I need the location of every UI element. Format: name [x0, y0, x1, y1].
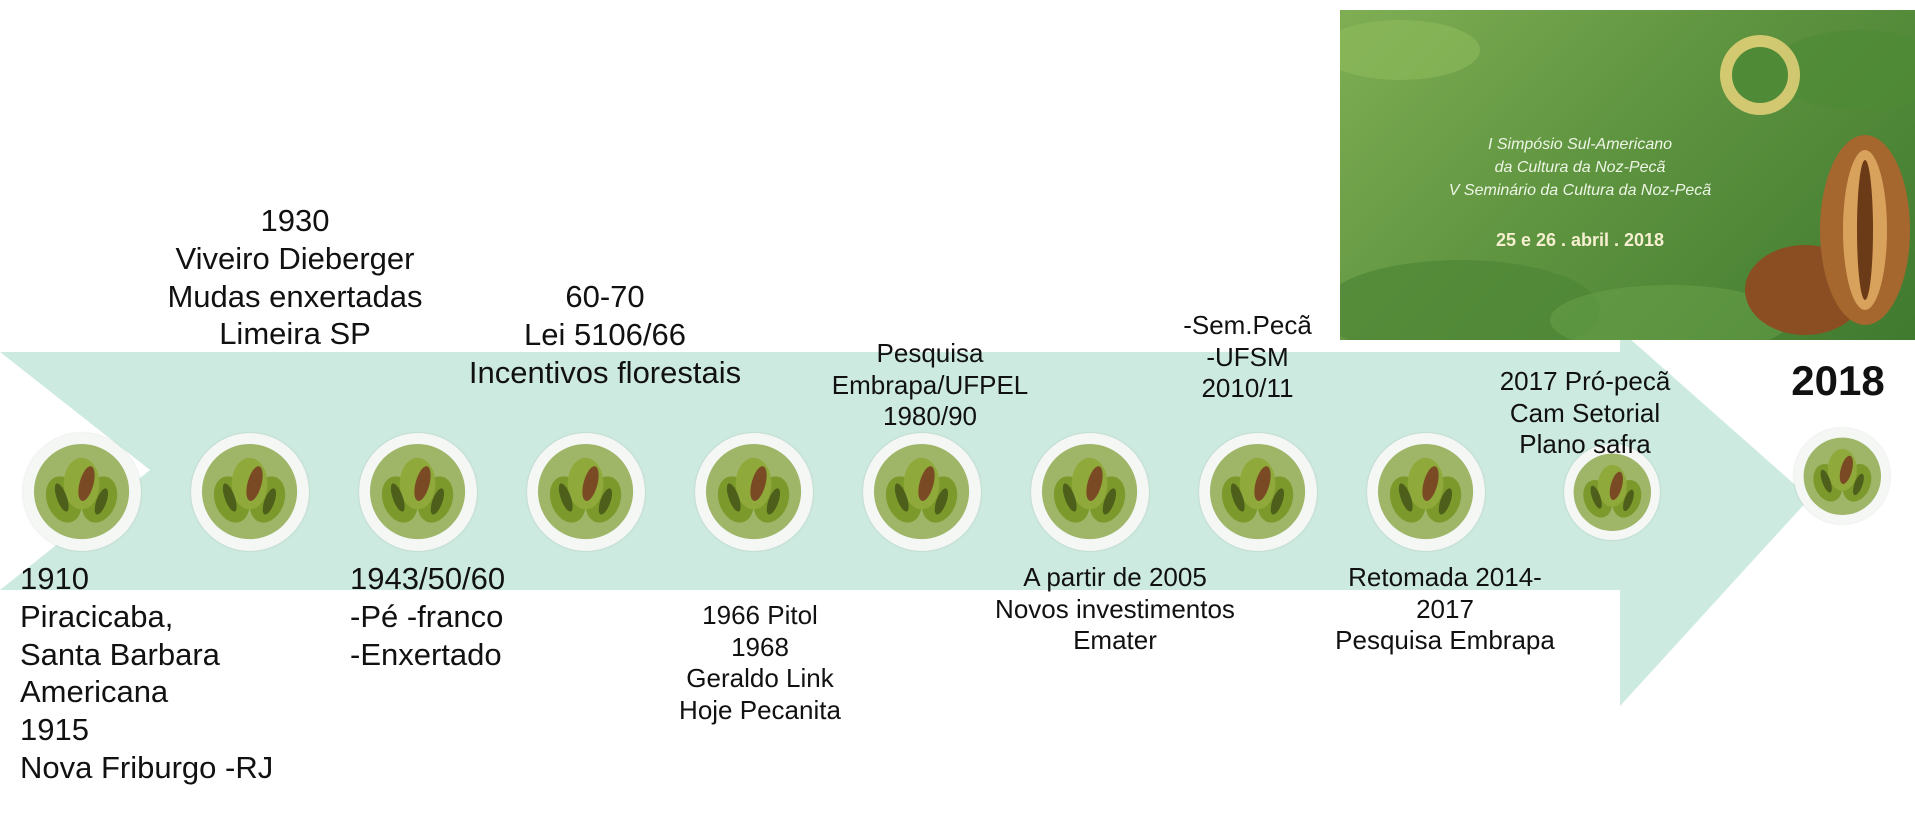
timeline-node-11	[1794, 428, 1890, 524]
label-1966: 1966 Pitol 1968 Geraldo Link Hoje Pecani…	[679, 600, 841, 726]
pecan-icon	[1210, 444, 1306, 540]
label-2017: 2017 Pró-pecã Cam Setorial Plano safra	[1499, 366, 1671, 460]
pecan-icon	[1803, 437, 1881, 515]
pecan-nuts-icon	[1745, 135, 1910, 335]
label-2014: Retomada 2014- 2017 Pesquisa Embrapa	[1335, 562, 1555, 656]
pecan-icon	[538, 444, 634, 540]
timeline-node-7	[1031, 433, 1149, 551]
timeline-node-6	[863, 433, 981, 551]
banner-line-2: da Cultura da Noz-Pecã	[1494, 159, 1666, 176]
label-2010: -Sem.Pecã -UFSM 2010/11	[1183, 310, 1312, 404]
label-1910: 1910 Piracicaba, Santa Barbara Americana…	[20, 561, 274, 786]
label-60-70: 60-70 Lei 5106/66 Incentivos florestais	[468, 279, 742, 390]
pecan-icon	[202, 444, 298, 540]
banner-line-1: I Simpósio Sul-Americano	[1487, 136, 1673, 153]
pecan-icon	[874, 444, 970, 540]
timeline-node-4	[527, 433, 645, 551]
label-1930: 1930 Viveiro Dieberger Mudas enxertadas …	[167, 203, 423, 352]
pecan-icon	[706, 444, 802, 540]
banner-leaves	[1340, 20, 1915, 340]
timeline-node-3	[359, 433, 477, 551]
label-2005: A partir de 2005 Novos investimentos Ema…	[995, 562, 1235, 656]
pecan-icon	[1042, 444, 1138, 540]
pecan-icon	[34, 444, 130, 540]
timeline-node-5	[695, 433, 813, 551]
pecan-icon	[1573, 453, 1651, 531]
timeline-node-8	[1199, 433, 1317, 551]
timeline-node-2	[191, 433, 309, 551]
pecan-icon	[1378, 444, 1474, 540]
pecan-icon	[370, 444, 466, 540]
timeline-node-9	[1367, 433, 1485, 551]
label-1943: 1943/50/60 -Pé -franco -Enxertado	[350, 561, 506, 672]
banner-date: 25 e 26 . abril . 2018	[1495, 230, 1665, 250]
timeline-node-10	[1564, 444, 1660, 540]
label-2018: 2018	[1791, 357, 1885, 404]
banner-line-3: V Seminário da Cultura da Noz-Pecã	[1448, 182, 1712, 199]
event-banner: I Simpósio Sul-Americano da Cultura da N…	[1340, 10, 1915, 340]
timeline-node-1	[23, 433, 141, 551]
label-1980: Pesquisa Embrapa/UFPEL 1980/90	[831, 338, 1029, 432]
